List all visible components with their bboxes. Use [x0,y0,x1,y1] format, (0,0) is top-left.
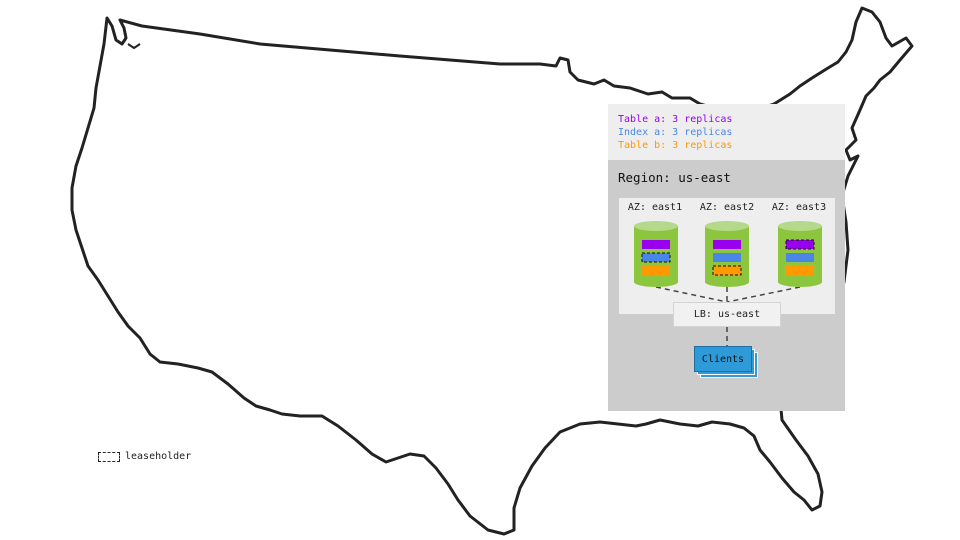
leaseholder-swatch [98,451,120,462]
legend-index-a: Index a: 3 replicas [618,127,733,138]
replica-legend: Table a: 3 replicas Index a: 3 replicas … [608,104,845,160]
node-east2 [705,221,749,287]
replica-bar-table-a [642,240,670,249]
node-top [778,221,822,231]
node-base [705,277,749,287]
replica-bar-table-b [642,266,670,275]
node-top [634,221,678,231]
node-base [634,277,678,287]
region-title: Region: us-east [618,170,731,185]
clients-stack: Clients [694,346,760,378]
node-top [705,221,749,231]
load-balancer: LB: us-east [673,302,781,327]
az-label-east1: AZ: east1 [627,202,683,213]
legend-table-b: Table b: 3 replicas [618,140,733,151]
leaseholder-label: leaseholder [125,451,192,462]
clients-box: Clients [694,346,752,372]
legend-table-a: Table a: 3 replicas [618,114,733,125]
connector-east1-lb [655,286,728,303]
connectors [655,286,801,346]
node-base [778,277,822,287]
node-east1 [634,221,678,287]
az-label-east3: AZ: east3 [771,202,827,213]
replica-bar-table-b-leaseholder [712,265,742,276]
replica-bar-table-a-leaseholder [785,239,815,250]
leaseholder-legend: leaseholder [98,451,191,462]
replica-bar-table-b [786,266,814,275]
replica-bar-index-leaseholder [641,252,671,263]
replica-bar-index [786,253,814,262]
connector-east3-lb [726,286,801,303]
replica-bar-table-a [713,240,741,249]
az-label-east2: AZ: east2 [699,202,755,213]
node-east3 [778,221,822,287]
replica-bar-index [713,253,741,262]
